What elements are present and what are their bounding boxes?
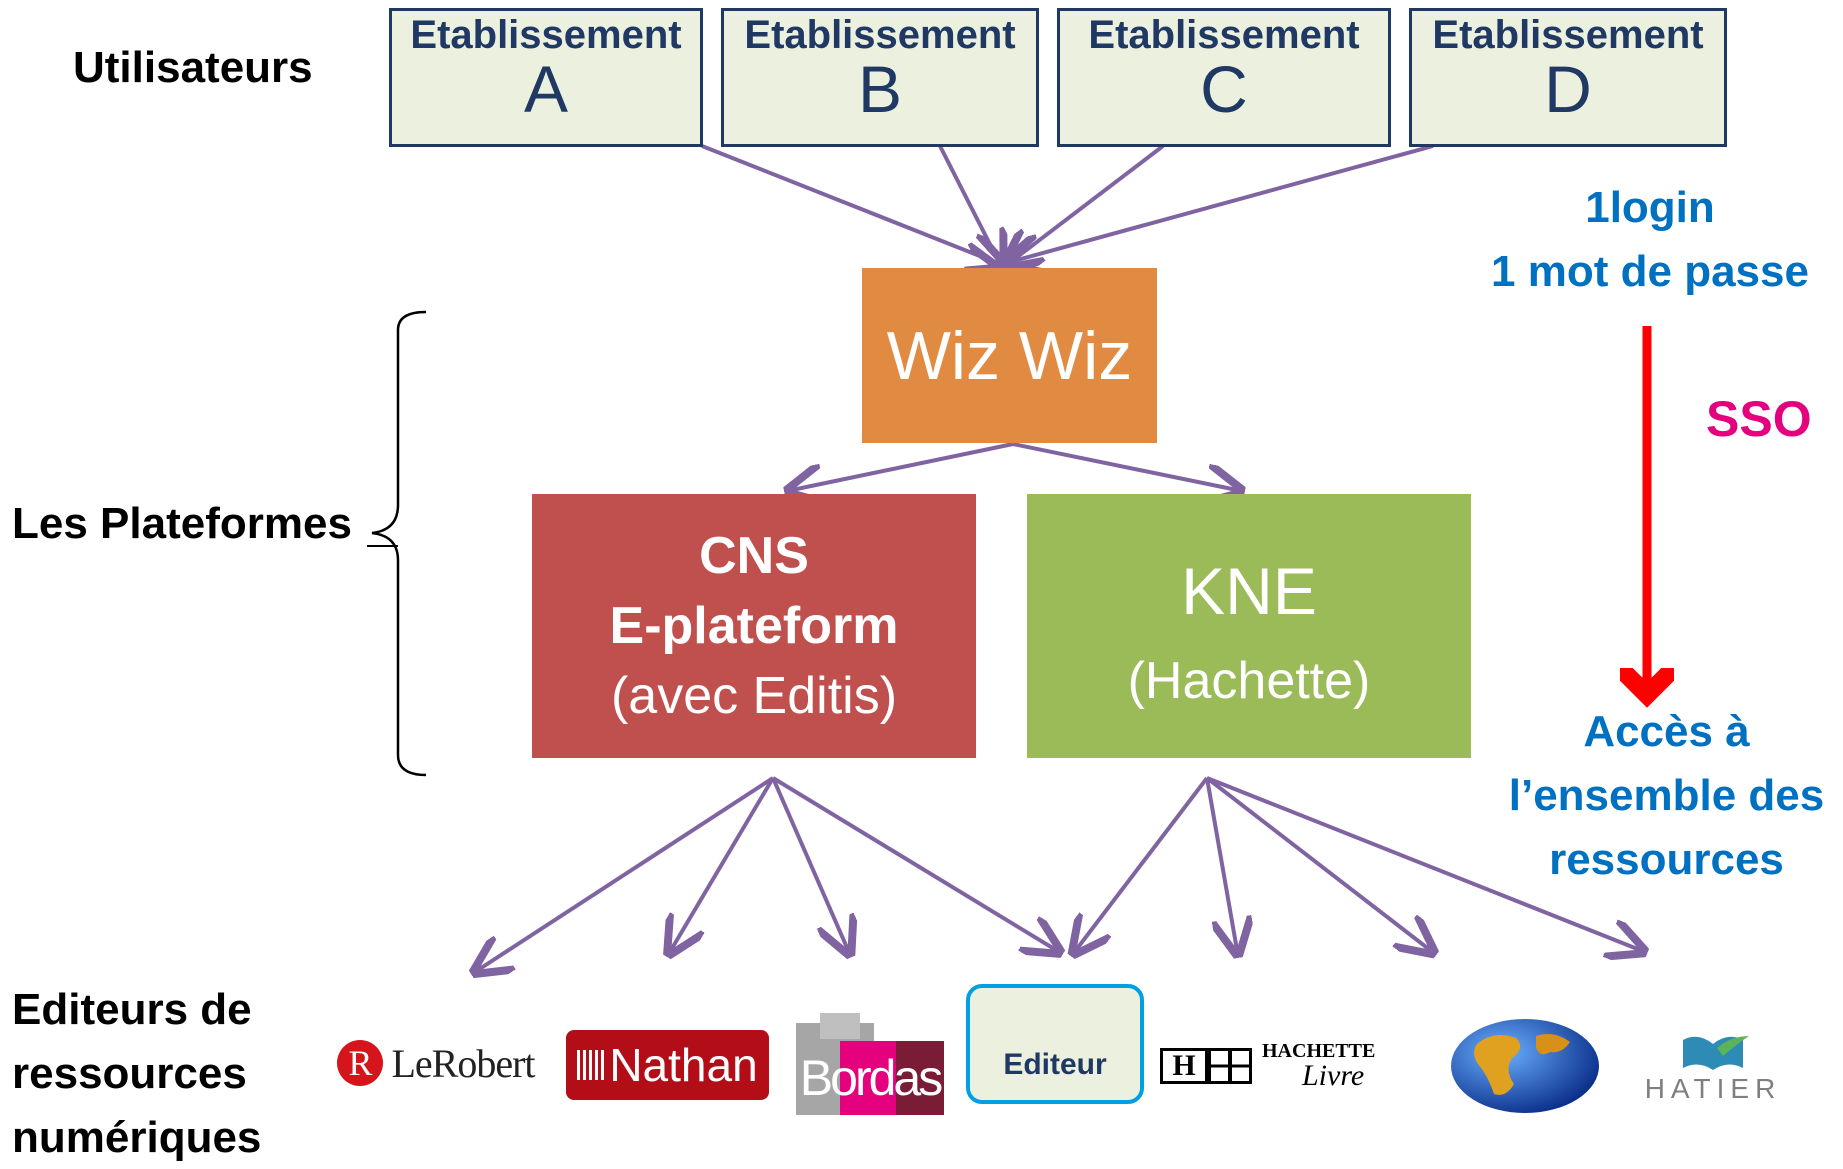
- acces-line: ressources: [1549, 835, 1784, 884]
- arrow-wizwiz-cns: [792, 442, 1014, 490]
- etablissement-title: Etablissement: [1088, 13, 1360, 57]
- etablissement-title: Etablissement: [1432, 13, 1704, 57]
- acces-line: l’ensemble des: [1508, 771, 1825, 820]
- nathan-wave-icon: [577, 1050, 606, 1080]
- arrow-cns-editeur: [771, 776, 1056, 950]
- cns-box: CNS E-plateform (avec Editis): [532, 494, 976, 758]
- lerobert-icon: R: [337, 1040, 384, 1086]
- kne-title: KNE: [1181, 554, 1317, 628]
- arrow-kne-hachette: [1205, 777, 1237, 950]
- editeurs-label: Editeurs de ressources numériques: [12, 978, 261, 1169]
- etablissement-letter: A: [523, 52, 569, 126]
- bordas-block-pink: [840, 1041, 896, 1115]
- acces-text: Accès à l’ensemble des ressources: [1490, 700, 1843, 892]
- etablissement-c: Etablissement C: [1057, 8, 1391, 147]
- arrow-cns-nathan: [671, 776, 775, 950]
- bordas-text: Bordas: [799, 1050, 943, 1106]
- arrow-d-wizwiz: [1010, 144, 1434, 262]
- hachette-script: Livre: [1302, 1059, 1365, 1092]
- plateformes-brace: [371, 310, 427, 777]
- cns-subtitle: E-plateform: [609, 597, 899, 655]
- etablissement-letter: B: [857, 52, 903, 126]
- login-line: 1login: [1585, 183, 1715, 232]
- password-line: 1 mot de passe: [1491, 247, 1809, 296]
- etablissement-letter: C: [1200, 52, 1248, 126]
- bordas-block-dark: [896, 1041, 944, 1115]
- utilisateurs-label: Utilisateurs: [73, 43, 313, 92]
- login-text: 1login 1 mot de passe: [1470, 176, 1830, 304]
- etablissement-title: Etablissement: [410, 13, 682, 57]
- hachette-grid-icon: [1208, 1048, 1252, 1084]
- editeurs-label-line: ressources: [12, 1048, 247, 1098]
- hachette-logo: H HACHETTE Livre: [1160, 1038, 1428, 1094]
- etablissement-letter: D: [1544, 52, 1592, 126]
- etablissement-title: Etablissement: [744, 13, 1016, 57]
- etablissement-a: Etablissement A: [389, 8, 703, 147]
- sso-label: SSO: [1706, 391, 1812, 447]
- editeur-text: Editeur: [1003, 1048, 1107, 1081]
- hachette-words: HACHETTE Livre: [1262, 1041, 1375, 1091]
- plateformes-label: Les Plateformes: [12, 499, 352, 548]
- acces-line: Accès à: [1583, 707, 1750, 756]
- kne-note: (Hachette): [1127, 652, 1371, 710]
- etablissement-d: Etablissement D: [1409, 8, 1727, 147]
- arrow-kne-globe: [1205, 776, 1430, 950]
- nathan-logo: Nathan: [566, 1030, 769, 1100]
- cns-title: CNS: [699, 527, 809, 585]
- arrow-cns-lerobert: [478, 776, 775, 970]
- arrow-b-wizwiz: [938, 145, 1000, 264]
- arrow-cns-bordas: [771, 777, 848, 950]
- wizwiz-label: Wiz Wiz: [886, 317, 1133, 394]
- globe-svg: [1451, 1019, 1599, 1113]
- editeurs-label-line: numériques: [12, 1112, 262, 1162]
- hachette-word: HACHETTE: [1262, 1040, 1376, 1062]
- arrow-c-wizwiz: [1008, 144, 1165, 264]
- etablissement-b: Etablissement B: [721, 8, 1039, 147]
- arrow-a-wizwiz: [701, 144, 1000, 264]
- arrow-wizwiz-kne: [1012, 442, 1237, 490]
- hatier-book-icon: [1683, 1036, 1749, 1070]
- hachette-mark-icon: H: [1160, 1048, 1208, 1084]
- nathan-text: Nathan: [609, 1039, 758, 1091]
- hatier-logo: HATIER: [1622, 1030, 1804, 1110]
- arrow-kne-hatier: [1206, 776, 1640, 950]
- lerobert-logo: R LeRobert: [328, 1030, 544, 1096]
- bordas-block-grey-top: [820, 1013, 860, 1039]
- editeur-box: Editeur: [966, 984, 1144, 1104]
- cns-note: (avec Editis): [610, 667, 898, 725]
- editeurs-label-line: Editeurs de: [12, 985, 252, 1034]
- hatier-text: HATIER: [1644, 1073, 1782, 1104]
- globe-icon: [1450, 1018, 1600, 1114]
- bordas-logo: Bordas: [796, 1013, 944, 1115]
- kne-box: KNE (Hachette): [1027, 494, 1471, 758]
- arrow-kne-editeur: [1076, 776, 1209, 950]
- wizwiz-box: Wiz Wiz: [862, 268, 1157, 443]
- lerobert-text: LeRobert: [391, 1040, 535, 1086]
